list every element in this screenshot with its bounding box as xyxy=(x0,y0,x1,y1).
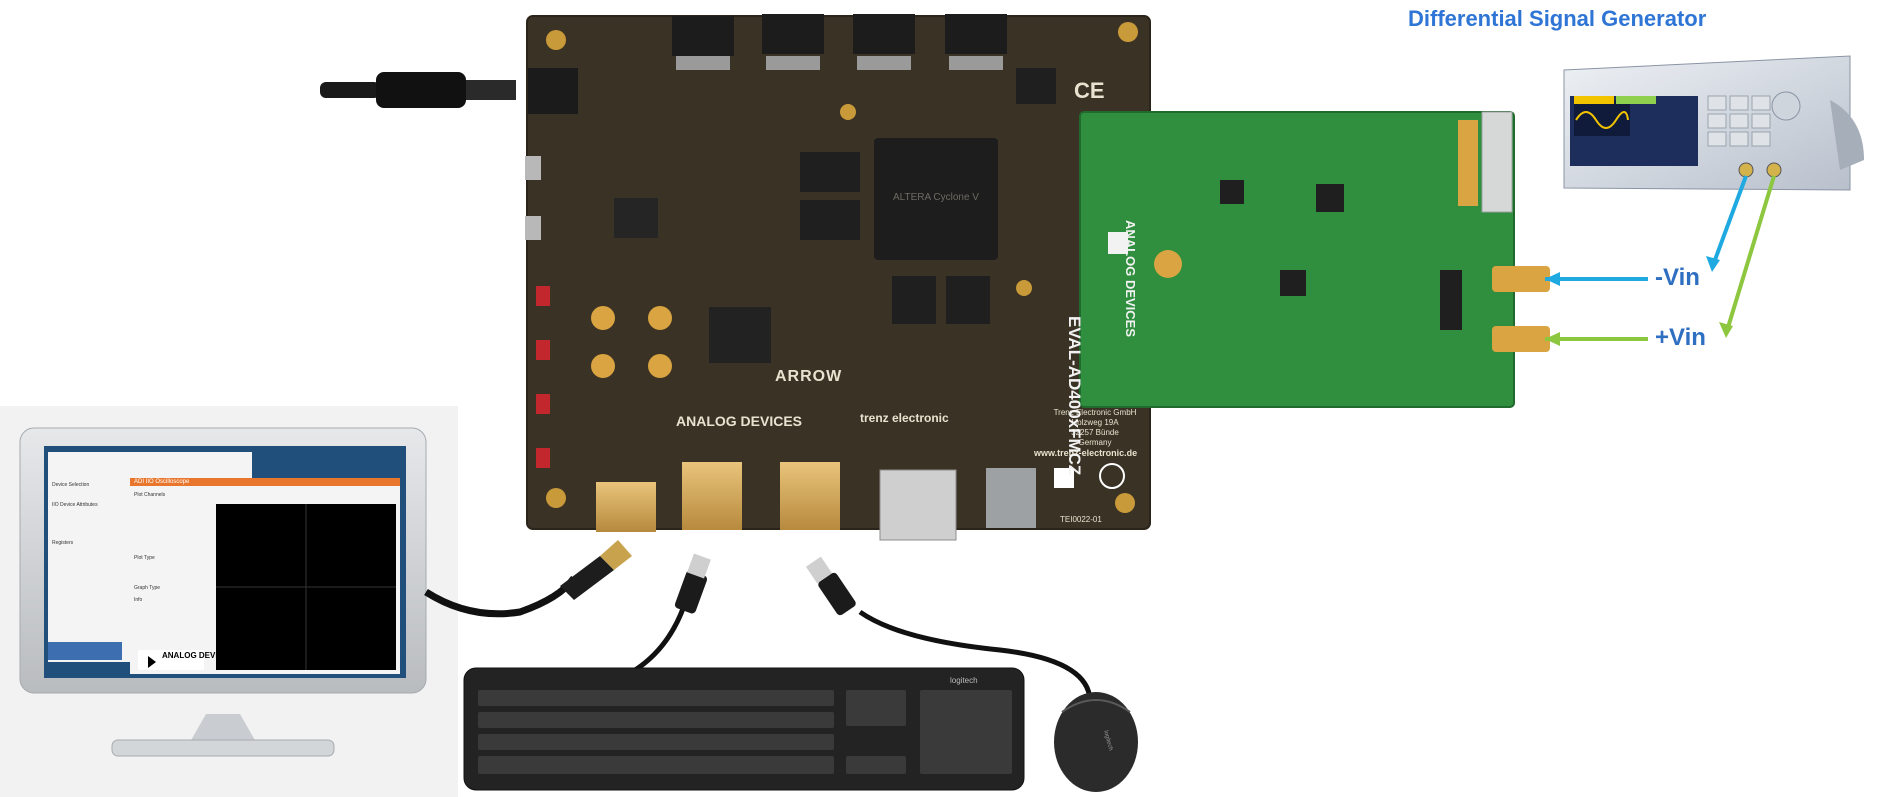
maker-address: Trenz Electronic GmbH Holzweg 19A 32257 … xyxy=(1053,408,1137,447)
output-connector xyxy=(1766,162,1782,178)
fmc-part-name: EVAL-AD400xFMCZ xyxy=(1065,316,1084,476)
monitor-panel-iio-attributes: IIO Device Attributes xyxy=(52,502,98,508)
pos-arrow xyxy=(1545,332,1560,346)
monitor-panel-registers: Registers xyxy=(52,540,74,546)
sma-connectors xyxy=(591,306,672,378)
monitor xyxy=(19,427,427,757)
board-id: TEI0022-01 xyxy=(1060,515,1102,524)
keyboard-brand: logitech xyxy=(950,676,978,685)
pos-cable xyxy=(1724,175,1776,335)
fmc-vendor: ANALOG DEVICES xyxy=(1123,220,1138,338)
fpga-chip xyxy=(874,138,998,260)
monitor-panel-plot-type: Plot Type xyxy=(134,555,155,561)
mounting-hole xyxy=(1118,22,1138,42)
usb-cables xyxy=(630,553,1093,701)
monitor-panel-plot-channels: Plot Channels xyxy=(134,492,166,498)
board-vendor-logo: ANALOG DEVICES xyxy=(676,413,803,429)
fmc-board xyxy=(1079,111,1550,408)
push-buttons xyxy=(536,286,550,468)
hdmi-port xyxy=(596,482,656,532)
output-connector xyxy=(1738,162,1754,178)
mounting-hole xyxy=(546,488,566,508)
neg-input-label: -Vin xyxy=(1655,264,1700,291)
monitor-panel-device-selection: Device Selection xyxy=(52,482,90,488)
pin-headers xyxy=(672,14,1007,70)
signal-cables xyxy=(1545,175,1776,341)
neg-cable xyxy=(1710,175,1748,269)
generator-keypad xyxy=(1707,95,1771,147)
usb-port xyxy=(780,462,840,530)
ce-mark: CE xyxy=(1074,78,1105,103)
monitor-logo: ANALOG DEVICES xyxy=(162,651,235,660)
generator-title: Differential Signal Generator xyxy=(1408,6,1707,31)
keyboard xyxy=(463,667,1025,791)
fpga-label: ALTERA Cyclone V xyxy=(893,192,979,203)
neg-arrow xyxy=(1545,272,1560,286)
power-cable xyxy=(320,72,516,108)
monitor-panel-graph-type: Graph Type xyxy=(134,585,161,591)
mounting-hole xyxy=(546,30,566,50)
usb-port xyxy=(682,462,742,530)
mouse xyxy=(1054,692,1138,792)
monitor-app-title: ADI IIO Oscilloscope xyxy=(134,479,190,485)
keyboard-keys xyxy=(478,690,1012,774)
carrier-board: ALTERA Cyclone V xyxy=(525,14,1151,541)
trenz-logo: trenz electronic xyxy=(860,411,949,425)
maker-website: www.trenz-electronic.de xyxy=(1034,448,1138,458)
pos-input-label: +Vin xyxy=(1655,324,1706,351)
arrow-logo: ARROW xyxy=(775,368,843,385)
hdmi-cable xyxy=(424,540,632,618)
mounting-hole xyxy=(1115,493,1135,513)
monitor-panel-info: Info xyxy=(134,597,143,603)
signal-generator xyxy=(1563,55,1864,191)
ethernet-port xyxy=(879,469,957,541)
input-sma-connectors xyxy=(1492,266,1550,352)
